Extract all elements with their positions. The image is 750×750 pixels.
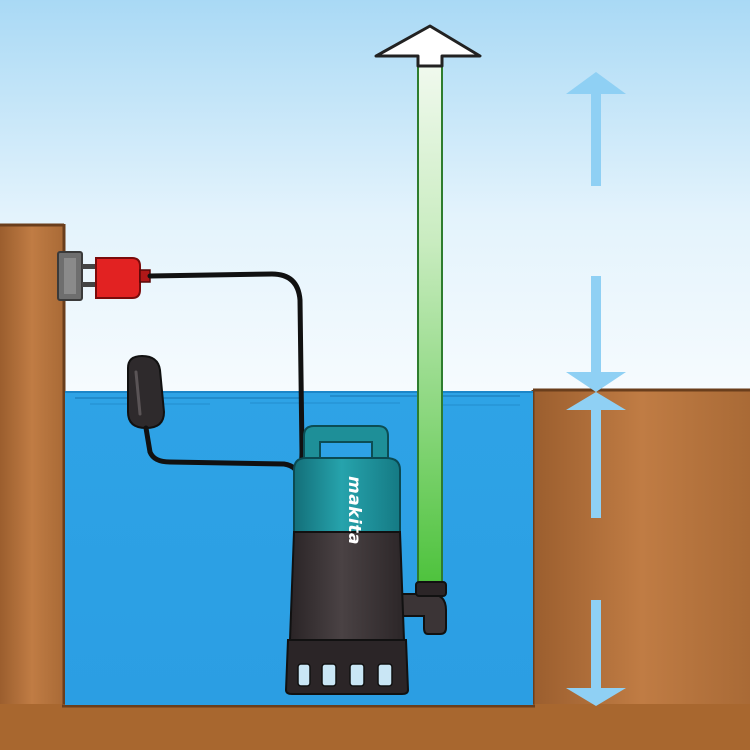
right-soil-block [531,388,750,750]
sky-background [0,0,750,390]
arrow-down-icon [566,276,626,392]
wall-socket [57,251,83,301]
left-soil-wall [0,223,66,750]
level-arrows [566,72,626,706]
arrow-up-icon [374,24,482,68]
submersible-pump [284,425,410,695]
arrow-down-icon [566,600,626,706]
float-switch [127,354,166,430]
discharge-hose [417,55,443,587]
pump-outlet-elbow [401,581,447,635]
power-plug [82,257,151,299]
arrow-up-icon [566,72,626,186]
pit-bottom-soil [0,704,750,750]
pump-brand-logo: makita [344,476,364,545]
arrow-up-icon [566,392,626,518]
